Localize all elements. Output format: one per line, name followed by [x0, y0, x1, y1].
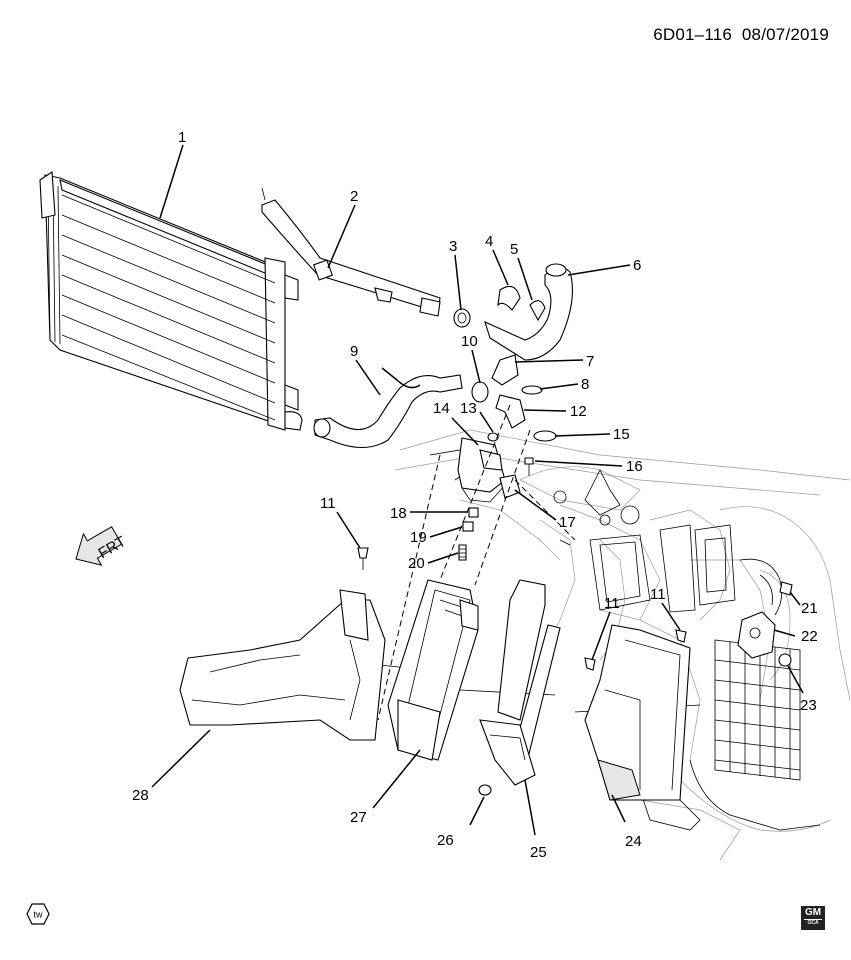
- part-15-o-ring: [533, 430, 557, 442]
- callout-22: 22: [801, 628, 818, 645]
- callout-24: 24: [625, 833, 642, 850]
- callout-8: 8: [581, 376, 589, 393]
- part-11-pushpin-c: [675, 629, 687, 643]
- part-18-grommet: [468, 507, 479, 518]
- diagram-date: 08/07/2019: [741, 25, 829, 44]
- callout-13: 13: [460, 400, 477, 417]
- tw-label: tw: [34, 910, 44, 920]
- callout-28: 28: [132, 787, 149, 804]
- callout-15: 15: [613, 426, 630, 443]
- callout-19: 19: [410, 529, 427, 546]
- part-27-receiver-dehydrator: [387, 579, 479, 761]
- part-17-bracket: [499, 474, 521, 499]
- callout-21: 21: [801, 600, 818, 617]
- callout-labels: 1 2 3 4 5 6 7 8 9 10 11 11 11 12 13 14 1…: [132, 129, 818, 861]
- part-3-seal: [453, 308, 471, 328]
- part-13-small-seal: [487, 432, 499, 442]
- part-11-pushpin-b: [584, 657, 596, 671]
- callout-4: 4: [485, 233, 493, 250]
- callout-3: 3: [449, 238, 457, 255]
- callout-10: 10: [461, 333, 478, 350]
- callout-23: 23: [800, 697, 817, 714]
- part-6-hose: [484, 263, 573, 361]
- part-16-bolt: [524, 457, 534, 476]
- part-14-bracket: [457, 437, 506, 503]
- callout-25: 25: [530, 844, 547, 861]
- callout-12: 12: [570, 403, 587, 420]
- callout-11a: 11: [320, 495, 336, 512]
- part-22-bracket: [737, 611, 776, 659]
- part-28-air-deflector-left: [179, 589, 386, 741]
- callout-5: 5: [510, 241, 518, 258]
- callout-11c: 11: [650, 586, 666, 603]
- callout-1: 1: [178, 129, 186, 146]
- callout-2: 2: [350, 188, 358, 205]
- part-9-lower-hose: [313, 374, 463, 449]
- part-5-clip: [529, 300, 546, 322]
- part-7-fitting: [491, 354, 519, 386]
- part-10-seal: [471, 381, 489, 403]
- part-4-clip: [497, 285, 521, 311]
- diagram-code: 6D01–116: [653, 25, 733, 44]
- part-21-clip: [779, 581, 793, 596]
- part-24-air-deflector-right: [584, 624, 691, 801]
- callout-17: 17: [559, 514, 576, 531]
- callout-14: 14: [433, 400, 450, 417]
- callout-18: 18: [390, 505, 407, 522]
- gm-logo: GM OCA: [801, 906, 825, 930]
- callout-20: 20: [408, 555, 425, 572]
- part-25-bracket: [479, 579, 561, 786]
- gm-logo-text: GM: [804, 907, 822, 918]
- diagram-header: 6D01–116 08/07/2019: [653, 25, 829, 45]
- part-23-bolt: [778, 653, 792, 667]
- part-20-bolt: [458, 544, 467, 561]
- part-11-pushpin-a: [357, 547, 369, 570]
- gm-logo-subtext: OCA: [804, 919, 822, 927]
- leader-lines: [151, 144, 804, 836]
- callout-7: 7: [586, 353, 594, 370]
- tw-hexagon-logo: tw: [26, 903, 50, 925]
- callout-27: 27: [350, 809, 367, 826]
- callout-16: 16: [626, 458, 643, 475]
- part-12-elbow: [495, 394, 526, 429]
- front-direction-arrow: FRT: [75, 526, 129, 566]
- callout-9: 9: [350, 343, 358, 360]
- callout-26: 26: [437, 832, 454, 849]
- callout-11b: 11: [604, 595, 620, 612]
- part-8-o-ring: [521, 385, 543, 395]
- part-26-grommet: [478, 784, 492, 796]
- part-2-condenser-inlet-pipe: [261, 187, 441, 317]
- callout-6: 6: [633, 257, 641, 274]
- part-1-condenser: [39, 171, 303, 431]
- part-19-grommet: [462, 521, 474, 532]
